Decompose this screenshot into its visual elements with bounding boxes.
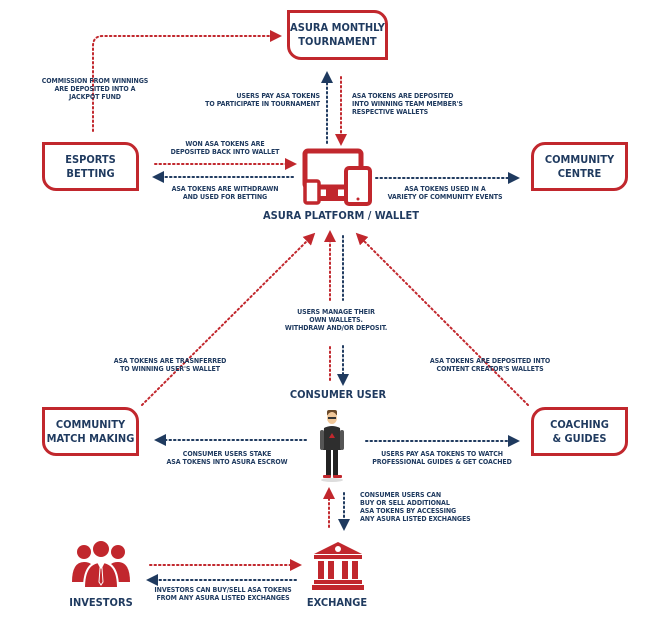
label-line: own wallets. xyxy=(309,316,363,325)
match-making-line1: Community xyxy=(55,417,126,431)
exchange-title: Exchange xyxy=(306,596,368,609)
bank-building-icon xyxy=(312,542,364,590)
label-line: ASA tokens used in a xyxy=(404,185,486,193)
label-stake-escrow: Consumer Users stake ASA tokens into Asu… xyxy=(162,450,292,466)
label-line: Won ASA tokens are xyxy=(185,140,265,148)
label-line: Users pay ASA tokens xyxy=(236,92,320,100)
label-deposited-winning-team: ASA tokens are deposited into winning te… xyxy=(352,92,482,116)
label-commission-jackpot: Commission from winnings are deposited i… xyxy=(30,77,160,101)
label-line: Users manage their xyxy=(297,308,375,316)
label-line: Professional Guides & get Coached xyxy=(372,458,512,467)
match-making-line2: Match Making xyxy=(46,431,135,445)
label-line: ASA tokens are deposited xyxy=(352,92,454,100)
label-pay-coached: Users pay ASA tokens to watch Profession… xyxy=(368,450,516,466)
label-line: Content Creator's wallets xyxy=(436,365,544,374)
user-figure-icon xyxy=(320,410,344,482)
label-line: to participate in tournament xyxy=(205,100,320,109)
devices-icon xyxy=(302,148,372,206)
label-content-creator: ASA tokens are deposited into Content Cr… xyxy=(425,357,555,373)
label-line: ASA tokens into Asura Escrow xyxy=(166,458,288,467)
label-line: Investors can buy/sell ASA tokens xyxy=(154,586,292,594)
community-centre-line1: Community xyxy=(544,152,615,166)
label-pay-tournament: Users pay ASA tokens to participate in t… xyxy=(196,92,320,108)
tournament-line2: Tournament xyxy=(298,35,377,48)
label-transferred-winning: ASA tokens are trasnferred to winning us… xyxy=(110,357,230,373)
label-line: ASA tokens are trasnferred xyxy=(113,357,227,365)
label-line: ASA tokens are deposited into xyxy=(429,357,551,365)
community-centre-line2: Centre xyxy=(557,166,602,180)
label-manage-wallets: Users manage their own wallets. Withdraw… xyxy=(276,308,396,332)
esports-line1: eSports xyxy=(65,152,116,166)
label-line: Withdraw and/or deposit. xyxy=(284,324,388,333)
coaching-line1: Coaching xyxy=(550,417,609,431)
label-community-events: ASA tokens used in a variety of communit… xyxy=(380,185,510,201)
label-line: Commission from winnings xyxy=(41,77,149,85)
node-esports-betting[interactable]: eSportsBetting xyxy=(42,142,139,191)
arrow-matchmaking-to-platform xyxy=(141,232,316,406)
label-investors-trade: Investors can buy/sell ASA tokens from a… xyxy=(150,586,296,602)
label-line: any Asura listed exchanges xyxy=(360,515,471,524)
tournament-line1: Asura Monthly xyxy=(290,21,385,35)
label-line: to winning user's wallet xyxy=(120,365,220,374)
label-won-tokens: Won ASA tokens are deposited back into w… xyxy=(160,140,290,156)
label-line: jackpot fund xyxy=(69,93,121,102)
coaching-line2: & Guides xyxy=(552,431,607,445)
node-coaching-guides[interactable]: Coaching& Guides xyxy=(531,407,628,456)
label-line: Consumer Users stake xyxy=(182,450,272,458)
label-withdrawn-betting: ASA tokens are withdrawn and used for be… xyxy=(160,185,290,201)
node-community-match-making[interactable]: CommunityMatch Making xyxy=(42,407,139,456)
label-line: into winning team member's xyxy=(352,100,463,109)
label-line: from any Asura listed exchanges xyxy=(156,594,290,603)
arrow-commission-to-tournament xyxy=(92,30,282,132)
consumer-user-title: Consumer User xyxy=(289,388,387,401)
investors-group-icon xyxy=(72,539,130,589)
label-line: Consumer Users can xyxy=(360,491,442,499)
esports-line2: Betting xyxy=(66,166,115,180)
label-buy-sell-exchanges: Consumer Users can buy or sell additiona… xyxy=(360,491,490,523)
label-line: variety of community events xyxy=(387,193,503,202)
label-line: respective wallets xyxy=(352,108,429,117)
node-asura-monthly-tournament[interactable]: Asura MonthlyTournament xyxy=(287,10,388,60)
label-line: and used for betting xyxy=(182,193,268,202)
arrow-coaching-to-platform xyxy=(355,232,529,406)
label-line: ASA tokens by accessing xyxy=(360,507,457,516)
label-line: buy or sell additional xyxy=(360,499,450,508)
label-line: deposited back into wallet xyxy=(170,148,280,157)
label-line: ASA tokens are withdrawn xyxy=(171,185,279,193)
label-line: Users pay ASA tokens to watch xyxy=(381,450,503,458)
node-community-centre[interactable]: CommunityCentre xyxy=(531,142,628,191)
investors-title: Investors xyxy=(69,596,133,609)
platform-title: Asura Platform / Wallet xyxy=(263,209,420,222)
label-line: are deposited into a xyxy=(54,85,136,94)
